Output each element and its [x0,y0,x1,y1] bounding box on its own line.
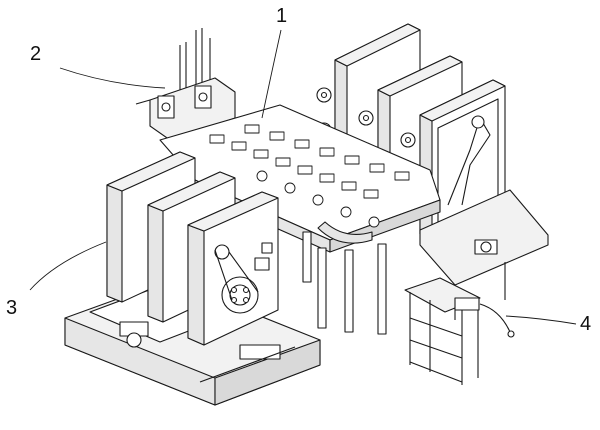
callout-2: 2 [30,43,42,65]
leader-line-1 [261,29,282,119]
callout-4: 4 [580,313,592,335]
table-fixtures [209,124,410,228]
leader-lines [29,29,577,325]
front-cabinet-3-drive [187,191,279,346]
callout-3: 3 [6,297,18,319]
leader-line-3 [29,241,107,291]
discharge-stand [404,277,515,385]
rear-cabinet-3-open [400,79,506,241]
table-legs [302,231,387,335]
leader-line-2 [59,67,166,89]
right-side-rail [419,189,549,320]
leader-line-4 [505,315,577,325]
callout-1: 1 [276,5,288,27]
